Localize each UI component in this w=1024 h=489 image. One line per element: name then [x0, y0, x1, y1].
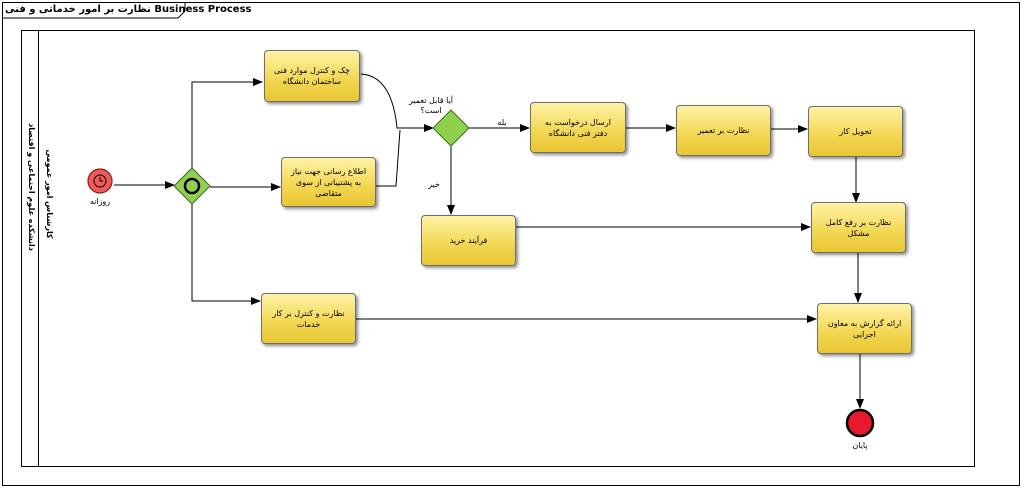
pool[interactable]: دانشکده علوم اجتماعی و اقتصاد — [21, 30, 975, 467]
flow-notify-to-decision — [376, 129, 401, 187]
exclusive-gateway[interactable] — [432, 109, 470, 147]
task-notify-support[interactable]: اطلاع رسانی جهت نیاز به پشتیبانی از سوی … — [281, 157, 376, 207]
parallel-gateway[interactable] — [173, 167, 211, 205]
task-purchase-process[interactable]: فرآیند خرید — [421, 215, 516, 266]
end-event-label: پایان — [852, 441, 868, 450]
task-supervise-services[interactable]: نظارت و کنترل بر کار خدمات — [261, 293, 356, 344]
pool-header-divider — [38, 31, 39, 466]
decision-question: آیا قابل تعمیر است؟ — [408, 96, 454, 115]
decision-yes-label: بله — [497, 118, 507, 127]
task-supervise-fix[interactable]: نظارت بر رفع کامل مشکل — [811, 202, 906, 253]
flow-gateway-to-check — [191, 78, 263, 168]
start-event-label: روزانه — [89, 197, 111, 206]
window-title-tab: نظارت بر امور خدماتی و فنی Business Proc… — [2, 2, 252, 19]
flow-check-to-decision — [360, 73, 434, 132]
task-send-request[interactable]: ارسال درخواست به دفتر فنی دانشگاه — [530, 102, 626, 153]
task-supervise-repair[interactable]: نظارت بر تعمیر — [676, 105, 771, 156]
flow-gateway-to-services — [191, 203, 261, 305]
decision-no-label: خیر — [428, 180, 440, 189]
task-report[interactable]: ارائه گزارش به معاون اجرایی — [817, 303, 912, 354]
start-event[interactable] — [87, 168, 113, 194]
circle-icon — [183, 177, 201, 195]
end-event[interactable] — [845, 408, 875, 438]
timer-icon — [93, 174, 107, 188]
task-check-control[interactable]: چک و کنترل موارد فنی ساختمان دانشگاه — [264, 50, 360, 102]
task-deliver-work[interactable]: تحویل کار — [808, 106, 903, 157]
title-tab-outline — [2, 2, 186, 19]
window-title: نظارت بر امور خدماتی و فنی Business Proc… — [5, 4, 252, 15]
